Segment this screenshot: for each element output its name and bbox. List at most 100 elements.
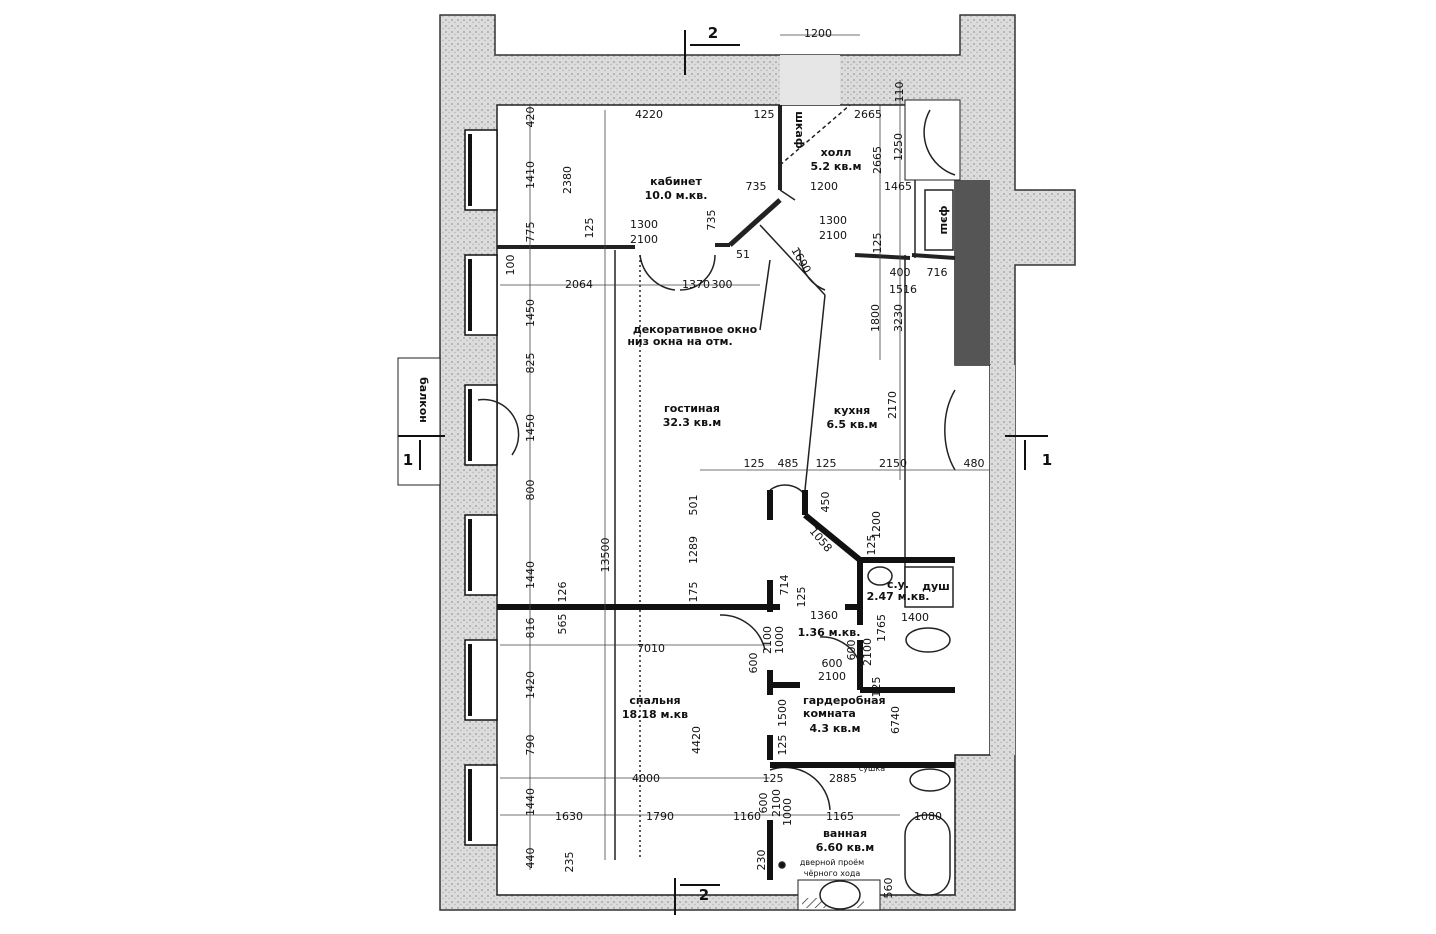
dimension-label: 1465 bbox=[884, 180, 912, 193]
room-name: кухня bbox=[834, 404, 870, 417]
dimension-label: 560 bbox=[882, 878, 895, 899]
dimension-label: 501 bbox=[687, 495, 700, 516]
room-name: с.у. bbox=[887, 578, 909, 591]
dimension-label: 1420 bbox=[524, 671, 537, 699]
label-fridge: фэш bbox=[938, 205, 951, 234]
section-marker: 2 bbox=[699, 886, 709, 904]
dimension-label: 600 bbox=[747, 653, 760, 674]
bathtub bbox=[904, 814, 951, 896]
dimension-label: 7010 bbox=[637, 642, 665, 655]
section-marker-lines bbox=[398, 30, 1048, 915]
dimension-label: 2380 bbox=[561, 166, 574, 194]
fixtures bbox=[778, 189, 954, 910]
dimension-label: 125 bbox=[744, 457, 765, 470]
dimension-label: 1250 bbox=[892, 133, 905, 161]
dimension-label: 485 bbox=[778, 457, 799, 470]
dimension-label: 175 bbox=[687, 582, 700, 603]
dimension-label: 125 bbox=[870, 677, 883, 698]
section-marker: 1 bbox=[1042, 451, 1052, 469]
dimension-label: 440 bbox=[524, 848, 537, 869]
dimension-label: 790 bbox=[524, 735, 537, 756]
label-balcony: балкон bbox=[417, 377, 430, 423]
dimension-label: 1165 bbox=[826, 810, 854, 823]
dimension-label: 125 bbox=[763, 772, 784, 785]
right-wall-strip bbox=[955, 180, 990, 365]
dimension-label: 2100 bbox=[818, 670, 846, 683]
dimension-label: 125 bbox=[871, 233, 884, 254]
label-shower: душ bbox=[922, 580, 950, 593]
dimension-label: 125 bbox=[816, 457, 837, 470]
dimension-label: 2064 bbox=[565, 278, 593, 291]
dimension-label: 1765 bbox=[875, 614, 888, 642]
dimension-label: 300 bbox=[712, 278, 733, 291]
toilet-wc bbox=[867, 566, 893, 586]
section-marker: 1 bbox=[403, 451, 413, 469]
dimension-lines bbox=[500, 34, 990, 870]
dimension-label: 1360 bbox=[810, 609, 838, 622]
dimension-label: 565 bbox=[556, 614, 569, 635]
label-wardrobe: шкаф bbox=[793, 111, 806, 149]
label-corridor-area: 1.36 м.кв. bbox=[798, 626, 861, 639]
dimension-label: 800 bbox=[524, 480, 537, 501]
entrance-opening bbox=[904, 99, 961, 181]
dimension-label: 126 bbox=[556, 582, 569, 603]
dimension-label: 2100 bbox=[770, 789, 783, 817]
section-marker: 2 bbox=[708, 24, 718, 42]
windows bbox=[464, 129, 498, 846]
dimension-label: 2150 bbox=[879, 457, 907, 470]
solid-walls bbox=[497, 490, 955, 880]
dimension-label: 1370 bbox=[682, 278, 710, 291]
dimension-label: 2885 bbox=[829, 772, 857, 785]
dimension-label: 1410 bbox=[524, 161, 537, 189]
shower-tray bbox=[904, 566, 954, 608]
dimension-label: 600 bbox=[822, 657, 843, 670]
dimension-label: 420 bbox=[524, 107, 537, 128]
room-area: 4.3 кв.м bbox=[810, 722, 861, 735]
room-name: ванная bbox=[823, 827, 867, 840]
dimension-label: 1440 bbox=[524, 561, 537, 589]
dimension-label: 4220 bbox=[635, 108, 663, 121]
dimension-label: 1500 bbox=[776, 699, 789, 727]
dimension-label: 1800 bbox=[869, 304, 882, 332]
room-name: гостиная bbox=[664, 402, 720, 415]
dimension-label: 2100 bbox=[761, 626, 774, 654]
dimension-label: 450 bbox=[819, 492, 832, 513]
dimension-label: 1450 bbox=[524, 299, 537, 327]
label-deco-window-1: декоративное окно bbox=[633, 323, 758, 336]
dimension-label: 235 bbox=[563, 852, 576, 873]
dimension-label: 3230 bbox=[892, 304, 905, 332]
dimension-label: 825 bbox=[524, 353, 537, 374]
sink bbox=[819, 880, 861, 910]
dimension-label: 125 bbox=[754, 108, 775, 121]
right-wall-strip-lower bbox=[990, 365, 1015, 755]
dimension-label: 480 bbox=[964, 457, 985, 470]
dimension-label: 125 bbox=[865, 535, 878, 556]
dimension-label: 735 bbox=[746, 180, 767, 193]
room-area: 5.2 кв.м bbox=[811, 160, 862, 173]
dimension-label: 2665 bbox=[871, 146, 884, 174]
dimension-label: 816 bbox=[524, 618, 537, 639]
dimension-label: 125 bbox=[795, 587, 808, 608]
dimension-label: 2100 bbox=[630, 233, 658, 246]
room-name: холл bbox=[821, 146, 852, 159]
dimension-label: 1440 bbox=[524, 788, 537, 816]
dimension-label: 4420 bbox=[690, 726, 703, 754]
dimension-label: 400 bbox=[890, 266, 911, 279]
toilet-2 bbox=[909, 768, 951, 792]
room-area: 10.0 м.кв. bbox=[645, 189, 708, 202]
toilet-1 bbox=[905, 627, 951, 653]
dimension-label: 775 bbox=[524, 222, 537, 243]
dimension-label: 110 bbox=[893, 82, 906, 103]
dimension-label: 1300 bbox=[819, 214, 847, 227]
label-back-door-2: чёрного хода bbox=[804, 869, 861, 878]
dimension-label: 1000 bbox=[773, 626, 786, 654]
dimension-label: 1450 bbox=[524, 414, 537, 442]
room-area: 32.3 кв.м bbox=[663, 416, 722, 429]
dimension-label: 230 bbox=[755, 850, 768, 871]
dimension-label: 2170 bbox=[886, 391, 899, 419]
dimension-label: 2100 bbox=[819, 229, 847, 242]
room-area: 18.18 м.кв bbox=[622, 708, 688, 721]
